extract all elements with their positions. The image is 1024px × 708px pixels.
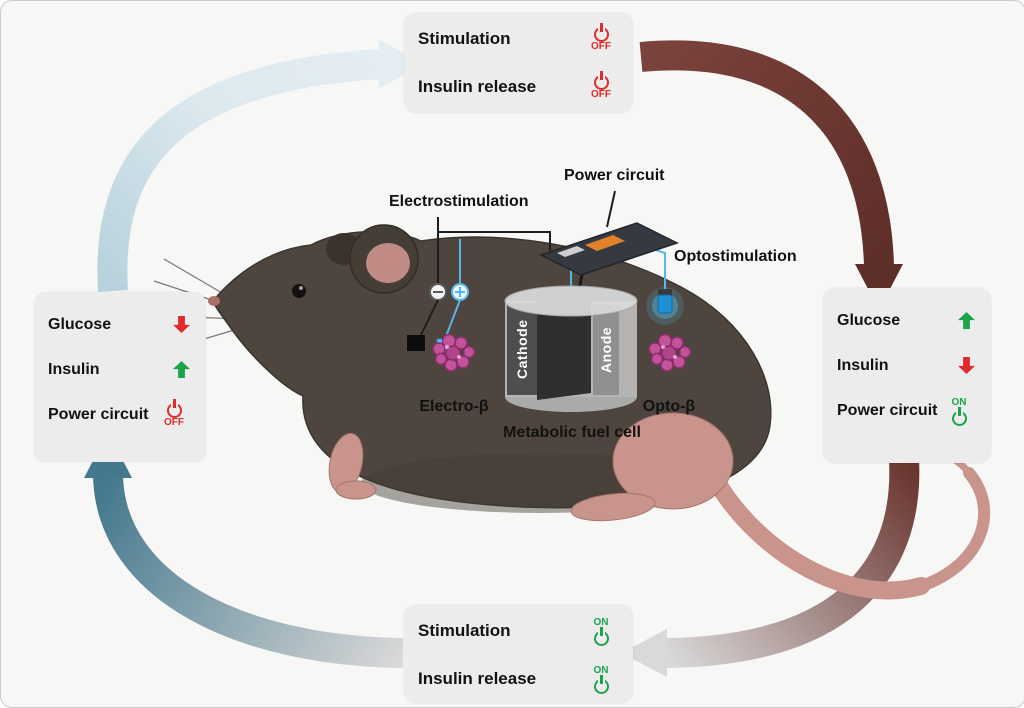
optostimulation-label: Optostimulation bbox=[674, 248, 797, 265]
power-circuit-label: Power circuit bbox=[564, 167, 665, 184]
cathode-band bbox=[507, 303, 537, 395]
insulin-label: Insulin bbox=[837, 356, 889, 374]
cycle-arrow-right-to-bottom bbox=[621, 458, 920, 677]
arrow-down-icon bbox=[173, 316, 190, 333]
state-text: ON bbox=[951, 396, 967, 408]
mouse-nose bbox=[208, 296, 220, 306]
state-text: OFF bbox=[591, 41, 611, 52]
indicator-row-glucose: Glucose bbox=[823, 298, 991, 343]
anode-label: Anode bbox=[598, 326, 614, 374]
insulin-label: Insulin bbox=[48, 360, 100, 378]
fuel-cell-label: Metabolic fuel cell bbox=[503, 424, 641, 441]
right-status-panel: Glucose Insulin Power circuit ON bbox=[823, 288, 991, 463]
arrow-up-icon bbox=[173, 361, 190, 378]
status-row-stimulation: Stimulation ON bbox=[404, 607, 633, 655]
glucose-label: Glucose bbox=[48, 315, 112, 333]
power-circuit-state: ON bbox=[943, 396, 975, 426]
left-status-panel: Glucose Insulin Power circuit OFF bbox=[34, 292, 206, 462]
state-text: ON bbox=[593, 665, 609, 676]
electro-beta-label: Electro-β bbox=[419, 398, 489, 415]
state-text: OFF bbox=[164, 416, 184, 428]
glucose-label: Glucose bbox=[837, 311, 901, 329]
status-row-power-circuit: Power circuit ON bbox=[823, 388, 991, 433]
top-status-panel: Stimulation OFF Insulin release OFF bbox=[404, 13, 633, 113]
power-circuit-board bbox=[539, 222, 679, 276]
status-row-stimulation: Stimulation OFF bbox=[404, 15, 633, 63]
electrode-terminals bbox=[407, 283, 469, 353]
status-row-insulin-release: Insulin release OFF bbox=[404, 63, 633, 111]
mouse-tail bbox=[707, 451, 990, 600]
power-icon bbox=[593, 627, 609, 646]
mouse-eye bbox=[292, 284, 306, 298]
mouse-eye-highlight bbox=[299, 286, 303, 290]
cycle-arrow-left-to-top bbox=[97, 40, 425, 292]
power-icon bbox=[951, 406, 967, 426]
insulin-release-label: Insulin release bbox=[418, 77, 537, 96]
arrow-up-icon bbox=[958, 312, 975, 329]
opto-islet bbox=[648, 333, 692, 372]
cycle-arrow-top-to-right bbox=[639, 40, 903, 310]
power-circuit-state: OFF bbox=[158, 398, 190, 429]
state-text: ON bbox=[593, 617, 609, 628]
status-row-power-circuit: Power circuit OFF bbox=[34, 392, 206, 437]
status-row-insulin-release: Insulin release ON bbox=[404, 655, 633, 703]
indicator-row-insulin: Insulin bbox=[823, 343, 991, 388]
arrow-down-icon bbox=[958, 357, 975, 374]
mouse-front-paw bbox=[335, 480, 377, 500]
power-icon bbox=[593, 71, 609, 90]
power-icon bbox=[593, 23, 609, 42]
mouse-ear-inner bbox=[366, 243, 410, 283]
electrostimulation-label: Electrostimulation bbox=[389, 193, 529, 210]
insulin-release-label: Insulin release bbox=[418, 669, 537, 688]
electro-islet bbox=[432, 333, 476, 372]
stimulation-label: Stimulation bbox=[418, 29, 511, 48]
power-icon bbox=[166, 398, 182, 418]
stimulation-power-state: OFF bbox=[585, 23, 617, 53]
bottom-status-panel: Stimulation ON Insulin release ON bbox=[404, 605, 633, 703]
opto-beta-label: Opto-β bbox=[642, 398, 696, 415]
power-circuit-row-label: Power circuit bbox=[48, 405, 149, 423]
mouse-hind-foot bbox=[570, 492, 656, 522]
led-optostimulation bbox=[646, 287, 684, 325]
mouse-hind-thigh bbox=[612, 412, 734, 510]
implant-assembly bbox=[407, 190, 692, 412]
insulin-release-power-state: OFF bbox=[585, 71, 617, 101]
cathode-label: Cathode bbox=[514, 319, 530, 379]
stimulation-label: Stimulation bbox=[418, 621, 511, 640]
insulin-release-power-state: ON bbox=[585, 665, 617, 694]
power-circuit-row-label: Power circuit bbox=[837, 401, 938, 419]
stimulation-power-state: ON bbox=[585, 617, 617, 646]
power-icon bbox=[593, 675, 609, 694]
indicator-row-glucose: Glucose bbox=[34, 302, 206, 347]
fuel-cell bbox=[504, 285, 638, 412]
indicator-row-insulin: Insulin bbox=[34, 347, 206, 392]
anode-band bbox=[593, 305, 619, 395]
state-text: OFF bbox=[591, 89, 611, 100]
